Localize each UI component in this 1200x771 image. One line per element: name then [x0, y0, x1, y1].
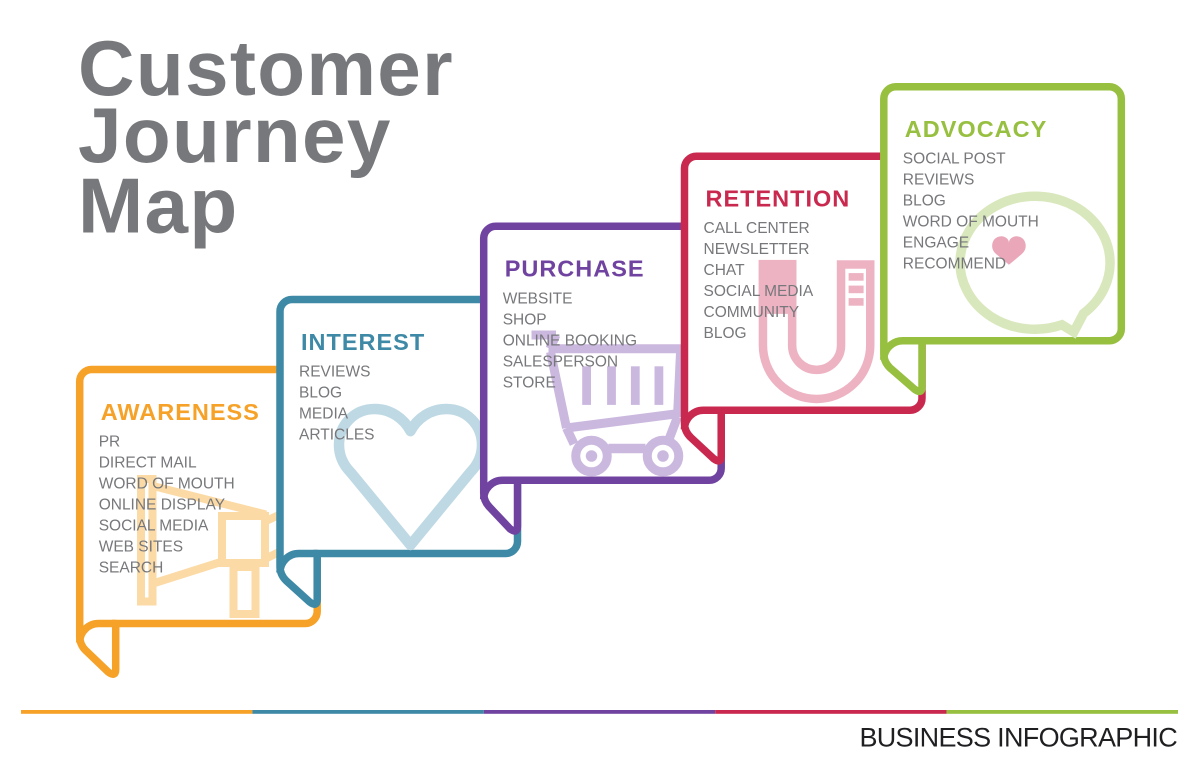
svg-text:RETENTION: RETENTION [706, 186, 851, 212]
svg-text:INTEREST: INTEREST [301, 329, 425, 355]
svg-text:ENGAGE: ENGAGE [903, 235, 969, 252]
svg-text:SOCIAL POST: SOCIAL POST [903, 151, 1006, 168]
svg-text:AWARENESS: AWARENESS [101, 399, 260, 425]
svg-text:REVIEWS: REVIEWS [299, 364, 370, 381]
svg-text:Customer: Customer [78, 24, 454, 112]
svg-text:WORD OF MOUTH: WORD OF MOUTH [99, 476, 235, 493]
svg-text:Journey: Journey [78, 91, 392, 179]
svg-text:MEDIA: MEDIA [299, 406, 349, 423]
svg-text:ARTICLES: ARTICLES [299, 427, 375, 444]
svg-text:ONLINE BOOKING: ONLINE BOOKING [503, 332, 637, 349]
svg-text:SOCIAL MEDIA: SOCIAL MEDIA [704, 283, 814, 300]
svg-text:STORE: STORE [503, 374, 556, 391]
svg-text:DIRECT MAIL: DIRECT MAIL [99, 455, 197, 472]
svg-text:PR: PR [99, 434, 121, 451]
svg-text:Map: Map [78, 161, 239, 249]
svg-text:CHAT: CHAT [704, 262, 746, 279]
svg-text:NEWSLETTER: NEWSLETTER [704, 241, 810, 258]
svg-text:BLOG: BLOG [903, 193, 946, 210]
svg-text:SEARCH: SEARCH [99, 560, 164, 577]
svg-text:WORD OF MOUTH: WORD OF MOUTH [903, 214, 1039, 231]
svg-text:PURCHASE: PURCHASE [505, 256, 645, 282]
svg-text:WEB SITES: WEB SITES [99, 539, 183, 556]
svg-text:BUSINESS INFOGRAPHIC: BUSINESS INFOGRAPHIC [859, 723, 1177, 753]
svg-text:BLOG: BLOG [299, 385, 342, 402]
svg-text:COMMUNITY: COMMUNITY [704, 304, 800, 321]
svg-text:BLOG: BLOG [704, 325, 747, 342]
svg-text:CALL CENTER: CALL CENTER [704, 220, 810, 237]
svg-text:RECOMMEND: RECOMMEND [903, 256, 1006, 273]
svg-text:WEBSITE: WEBSITE [503, 290, 573, 307]
svg-text:ADVOCACY: ADVOCACY [905, 116, 1047, 142]
svg-text:SOCIAL MEDIA: SOCIAL MEDIA [99, 518, 209, 535]
svg-text:ONLINE DISPLAY: ONLINE DISPLAY [99, 497, 225, 514]
svg-text:SALESPERSON: SALESPERSON [503, 353, 618, 370]
svg-text:SHOP: SHOP [503, 311, 547, 328]
svg-text:REVIEWS: REVIEWS [903, 172, 974, 189]
